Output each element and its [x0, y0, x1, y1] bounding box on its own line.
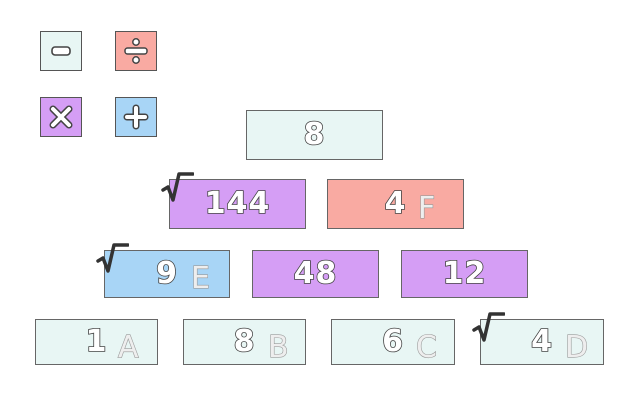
cell-value: 144 — [204, 186, 271, 221]
pyramid-cell-row2-2[interactable]: 4 F — [327, 179, 464, 229]
divide-icon — [124, 38, 148, 64]
pyramid-cell-row3-1[interactable]: 9 E — [96, 243, 230, 298]
cell-value: 8 — [303, 117, 326, 152]
pyramid-cell-row3-2[interactable]: 48 — [252, 250, 379, 298]
cell-value: 12 — [442, 256, 487, 291]
legend-subtract — [40, 31, 82, 71]
plus-icon — [123, 104, 149, 130]
minus-icon — [51, 46, 71, 56]
pyramid-cell-base-a[interactable]: 1 A — [35, 319, 158, 365]
legend-divide — [115, 31, 157, 71]
cell-value: 9 — [155, 256, 178, 291]
cell-letter: D — [564, 330, 589, 365]
legend-add — [115, 97, 157, 137]
pyramid-cell-base-d[interactable]: 4 D — [472, 312, 604, 365]
square-root-icon — [96, 243, 129, 273]
cell-value: 48 — [293, 256, 338, 291]
pyramid-cell-row3-3[interactable]: 12 — [401, 250, 528, 298]
pyramid-cell-base-b[interactable]: 8 B — [183, 319, 306, 365]
cell-value: 6 — [381, 324, 404, 359]
square-root-icon — [161, 172, 194, 202]
cell-value: 4 — [384, 186, 407, 221]
times-icon — [49, 105, 73, 129]
cell-letter: C — [415, 330, 437, 365]
cell-letter: A — [117, 330, 139, 365]
pyramid-cell-base-c[interactable]: 6 C — [331, 319, 455, 365]
cell-letter: B — [267, 330, 289, 365]
legend-multiply — [40, 97, 82, 137]
cell-value: 1 — [85, 324, 108, 359]
cell-letter: F — [417, 191, 436, 226]
square-root-icon — [472, 312, 505, 342]
cell-value: 8 — [233, 324, 256, 359]
cell-value: 4 — [530, 324, 553, 359]
pyramid-cell-row2-1[interactable]: 144 — [161, 172, 306, 229]
cell-letter: E — [190, 261, 210, 296]
pyramid-cell-top[interactable]: 8 — [246, 110, 383, 160]
